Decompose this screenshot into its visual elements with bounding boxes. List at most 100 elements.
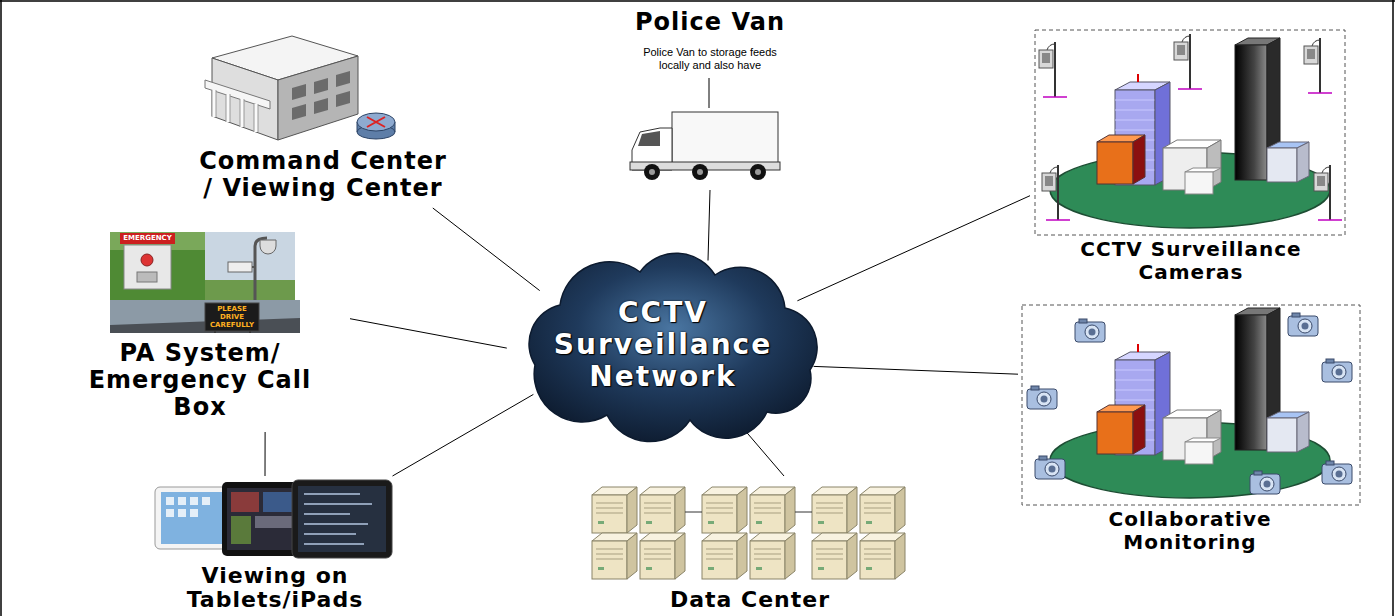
tablet-icons-part-part (304, 503, 372, 505)
building-icon-part-part (336, 71, 350, 87)
tablet-icons-part-part (304, 513, 350, 515)
network-link (393, 394, 534, 476)
van-icon-part (697, 169, 703, 175)
building-icon-part-part (292, 84, 306, 100)
van-icon-part (692, 164, 708, 180)
collab-group-node: Collaborative Monitoring (1018, 302, 1362, 560)
collab-city-part (1035, 456, 1065, 479)
camera-city-part (1042, 165, 1070, 220)
tablet-node: Viewing on Tablets/iPads (150, 476, 400, 614)
collab-city-part (1322, 461, 1352, 484)
network-link (708, 190, 710, 261)
pa-photos-part (137, 272, 157, 282)
pa-system-node: PA System/ Emergency Call Box (50, 226, 350, 432)
router-icon-part (357, 113, 395, 131)
building-icon-part-part (292, 104, 306, 120)
tablet-icons-part (222, 482, 302, 556)
tablet-icons-part-part (304, 533, 356, 535)
tablet-icons-part-part (304, 493, 360, 495)
node-title: Command Center / Viewing Center (195, 148, 451, 202)
building-icon-part-part (314, 98, 328, 114)
server-icons (592, 487, 905, 579)
collab-city-part (1322, 359, 1352, 382)
van-icon-part (750, 164, 766, 180)
tablet-icons-part-part (190, 497, 198, 505)
tablet-icons-part-part (166, 497, 174, 505)
building-icon-part (214, 90, 256, 132)
building-icon-part-part (241, 99, 244, 127)
camera-city-part (1314, 165, 1342, 220)
pa-photos-part (110, 300, 300, 333)
building-icon-part (292, 71, 350, 120)
building-icon (205, 36, 358, 140)
node-note: Police Van to storage feeds locally and … (631, 46, 789, 72)
command-center-node: Command Center / Viewing Center (165, 30, 480, 208)
frame-part (0, 0, 2, 616)
tablet-icons-part (255, 516, 293, 528)
tablet-icons-part (263, 492, 293, 512)
node-title: CCTV Surveillance Network (543, 297, 783, 393)
node-title: Viewing on Tablets/iPads (160, 564, 390, 612)
server-icons-part (702, 533, 747, 579)
server-icons-part (640, 487, 685, 533)
tablet-icons-part (298, 486, 386, 552)
server-icons-part (685, 512, 702, 513)
pa-photos-part (120, 233, 175, 244)
server-icons-part (795, 512, 812, 513)
tablet-icons-part (231, 492, 259, 512)
tablet-icons-part (155, 487, 233, 549)
building-icon-part-part (336, 91, 350, 107)
building-icon-part (214, 90, 256, 132)
tablet-icons-part (166, 497, 210, 517)
tablet-icons-part (231, 516, 251, 544)
pa-photos-part (252, 266, 255, 268)
photo-text: EMERGENCY (120, 234, 175, 243)
router-icon-part (367, 117, 385, 127)
server-icons-part (860, 487, 905, 533)
collab-city-part (1050, 308, 1330, 498)
van-icon-part (644, 164, 660, 180)
tablet-icons-part-part (178, 509, 186, 517)
pa-photos-part (205, 232, 295, 300)
server-icons-part (640, 533, 685, 579)
tablet-icons-part (227, 488, 297, 550)
collab-city-part (1022, 305, 1360, 505)
tablet-icons (155, 480, 392, 558)
collab-city-part (1288, 313, 1318, 336)
building-icon-part-part (254, 104, 259, 132)
tablet-icons-part-part (202, 497, 210, 505)
collab-city-part (1250, 471, 1280, 494)
node-title: CCTV Surveillance Cameras (1076, 238, 1306, 284)
building-icon-part-part (314, 78, 328, 94)
collab-city (1022, 305, 1360, 505)
pa-photos-part (205, 280, 295, 300)
node-title: Data Center (600, 588, 900, 612)
node-title: Collaborative Monitoring (1075, 508, 1305, 554)
building-icon-part-part (255, 104, 258, 132)
server-icons-part (860, 533, 905, 579)
server-icons-part (812, 487, 857, 533)
pa-photos (110, 232, 300, 333)
collab-city-part (1075, 319, 1105, 342)
pa-photos-part (228, 262, 252, 272)
server-icons-part (592, 487, 637, 533)
pa-photos-part (254, 246, 257, 300)
camera-city-part (1035, 30, 1345, 235)
tablet-icons-part (304, 494, 372, 544)
server-icons-part (812, 533, 857, 579)
van-node: Police VanPolice Van to storage feeds lo… (600, 8, 820, 190)
server-icons-part (592, 533, 637, 579)
network-link (433, 208, 540, 291)
van-icon-part (709, 78, 710, 108)
tablet-icons-part (292, 480, 392, 558)
camera-city-part (1304, 38, 1332, 93)
node-title: Police Van (605, 8, 815, 36)
tablet-icons-part-part (190, 509, 198, 517)
van-icon (630, 78, 780, 180)
network-cloud: CCTV Surveillance Network (495, 250, 830, 440)
pa-photos-part (141, 254, 153, 266)
